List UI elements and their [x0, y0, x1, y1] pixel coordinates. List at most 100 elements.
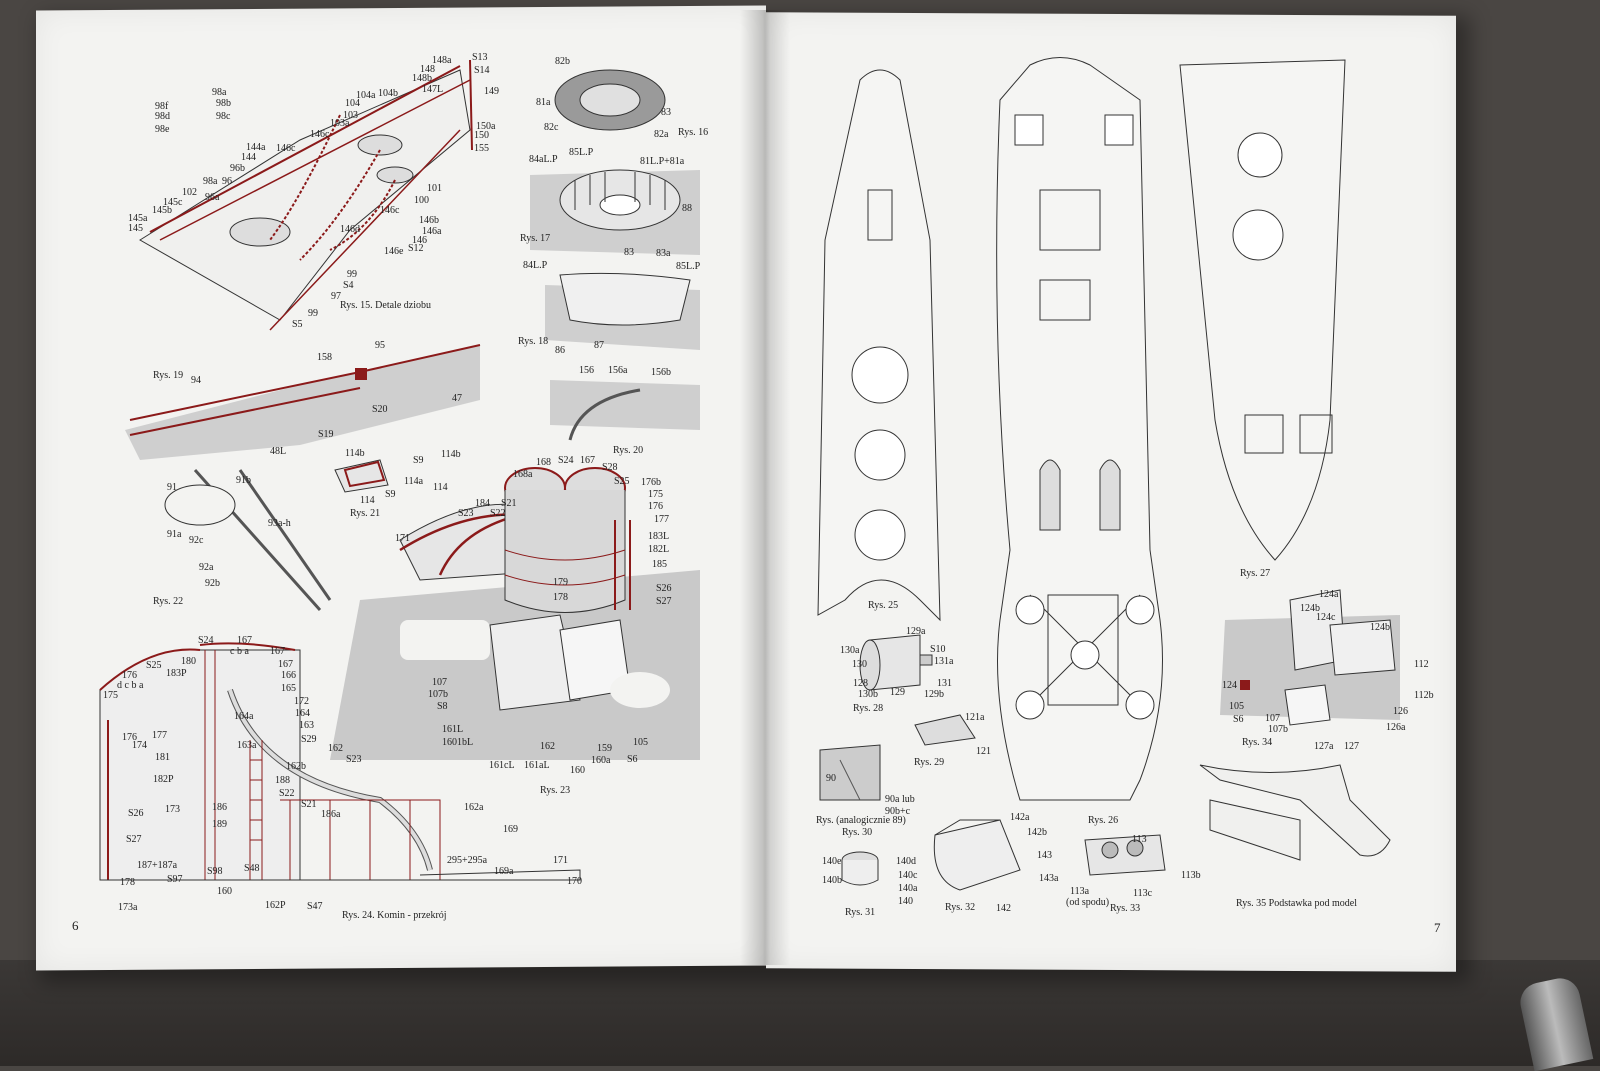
- rys30-drawing: [819, 744, 881, 801]
- funnel-drawing: [330, 467, 700, 760]
- part-label: 124a: [1319, 589, 1339, 600]
- part-label: 161cL: [489, 760, 515, 771]
- part-label: S5: [292, 319, 303, 330]
- funnel-section-drawing: [99, 642, 581, 881]
- part-label: 90: [826, 773, 836, 784]
- part-label: 158: [317, 352, 332, 363]
- part-label: 107: [432, 677, 447, 688]
- part-label: 175: [103, 690, 118, 701]
- part-label: 113c: [1133, 888, 1153, 899]
- part-label: 130a: [840, 645, 860, 656]
- rys32-drawing: [933, 819, 1021, 891]
- part-label: 130: [852, 659, 867, 670]
- part-label: 126: [1393, 706, 1408, 717]
- part-label: 98e: [155, 124, 170, 135]
- part-label: S48: [244, 863, 260, 874]
- part-label: 129b: [924, 689, 944, 700]
- part-label: S25: [614, 476, 630, 487]
- part-label: 148b: [412, 73, 432, 84]
- part-label: 130b: [858, 689, 878, 700]
- part-label: 113a: [1070, 886, 1090, 897]
- part-label: 86: [555, 345, 565, 356]
- part-label: 145b: [152, 205, 172, 216]
- part-label: 90a lub: [885, 794, 915, 805]
- caption-rys31: Rys. 31: [845, 907, 876, 918]
- part-label: 98a: [212, 87, 227, 98]
- part-label: 99: [347, 269, 357, 280]
- part-label: 176: [122, 670, 137, 681]
- part-label: 105: [1229, 701, 1244, 712]
- rys28-drawing: [859, 634, 933, 691]
- part-label: S25: [146, 660, 162, 671]
- part-label: 160a: [591, 755, 611, 766]
- part-label: 112b: [1414, 690, 1434, 701]
- part-label: 145: [128, 223, 143, 234]
- part-label: 156a: [608, 365, 628, 376]
- part-label: 185: [652, 559, 667, 570]
- hull-rys26: [996, 57, 1163, 801]
- part-label: 124b: [1300, 603, 1320, 614]
- caption-rys22: Rys. 22: [153, 596, 184, 607]
- part-label: 146d: [340, 224, 360, 235]
- part-label: S6: [627, 754, 638, 765]
- part-label: S10: [930, 644, 946, 655]
- rys33-drawing: [1084, 834, 1166, 876]
- part-label: 84aL.P: [529, 154, 558, 165]
- part-label: 112: [1414, 659, 1429, 670]
- part-label: 114a: [404, 476, 424, 487]
- part-label: 170: [567, 876, 582, 887]
- part-label: 103: [343, 110, 358, 121]
- part-label: 166: [281, 670, 296, 681]
- part-label: S27: [656, 596, 672, 607]
- part-label: 98a: [203, 176, 218, 187]
- part-label: 177: [152, 730, 167, 741]
- part-label: d c b a: [117, 680, 144, 691]
- part-label: 173: [165, 804, 180, 815]
- part-label: 178: [553, 592, 568, 603]
- hull-rys25: [817, 69, 941, 622]
- part-label: S23: [458, 508, 474, 519]
- part-label: 165: [281, 683, 296, 694]
- part-label: S47: [307, 901, 323, 912]
- part-label: 48L: [270, 446, 287, 457]
- part-label: 167: [237, 635, 252, 646]
- part-label: 164: [295, 708, 310, 719]
- part-label: 140e: [822, 856, 842, 867]
- part-label: 140: [898, 896, 913, 907]
- part-label: 105: [633, 737, 648, 748]
- part-label: 92a: [199, 562, 214, 573]
- part-label: 140c: [898, 870, 918, 881]
- part-label: c b a: [230, 646, 249, 657]
- part-label: 143: [1037, 850, 1052, 861]
- part-label: 183L: [648, 531, 670, 542]
- caption-rys21: Rys. 21: [350, 508, 381, 519]
- part-label: S14: [474, 65, 490, 76]
- part-label: 167: [278, 659, 293, 670]
- part-label: 163a: [237, 740, 257, 751]
- part-label: 144: [241, 152, 256, 163]
- part-label: 179: [553, 577, 568, 588]
- part-label: 126a: [1386, 722, 1406, 733]
- part-label: 143a: [1039, 873, 1059, 884]
- part-label: 155: [474, 143, 489, 154]
- part-label: 121: [976, 746, 991, 757]
- part-label: S98: [207, 866, 223, 877]
- part-label: 91: [167, 482, 177, 493]
- part-label: 82c: [544, 122, 559, 133]
- part-label: 128: [853, 678, 868, 689]
- part-label: 186: [212, 802, 227, 813]
- part-label: 82a: [654, 129, 669, 140]
- part-label: 159: [597, 743, 612, 754]
- rys17-drawing: [530, 169, 700, 255]
- part-label: 180: [181, 656, 196, 667]
- part-label: 127: [1344, 741, 1359, 752]
- table-surface: [0, 960, 1600, 1066]
- part-label: 162P: [265, 900, 286, 911]
- hull-rys27: [1179, 59, 1346, 561]
- part-label: 174: [132, 740, 147, 751]
- part-label: 167: [270, 646, 285, 657]
- part-label: 82b: [555, 56, 570, 67]
- part-label: 140a: [898, 883, 918, 894]
- part-label: 140b: [822, 875, 842, 886]
